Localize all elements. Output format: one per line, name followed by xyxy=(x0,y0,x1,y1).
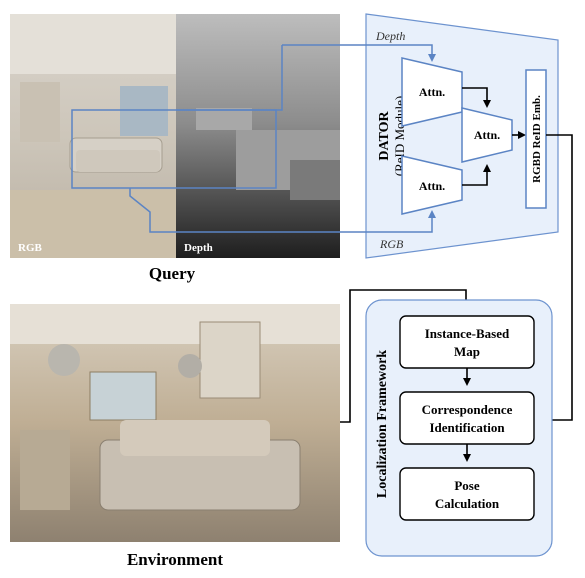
attn-rgb-block xyxy=(401,155,463,215)
correspondence-line1: Correspondence xyxy=(422,402,513,417)
pose-line2: Calculation xyxy=(435,496,500,511)
depth-input-label: Depth xyxy=(375,29,405,43)
embedding-label: RGBD ReID Emb. xyxy=(531,95,543,183)
environment-image xyxy=(10,304,340,542)
query-caption: Query xyxy=(149,264,196,283)
embedding-box xyxy=(525,69,547,209)
rgb-input-arrow xyxy=(129,188,436,233)
rgb-to-fusion-arrow xyxy=(462,164,491,186)
depth-image-label: Depth xyxy=(184,242,213,254)
attn-fusion-label: Attn. xyxy=(474,128,500,142)
correspondence-box xyxy=(399,391,535,445)
attn-rgb-label: Attn. xyxy=(419,179,445,193)
attn-fusion-block xyxy=(461,107,513,163)
instance-map-line2: Map xyxy=(454,344,480,359)
pose-box xyxy=(399,467,535,521)
instance-map-line1: Instance-Based xyxy=(425,326,510,341)
query-depth-image: Depth xyxy=(176,14,340,258)
correspondence-line2: Identification xyxy=(429,420,505,435)
depth-to-fusion-arrow xyxy=(462,87,491,108)
environment-caption: Environment xyxy=(127,550,223,569)
query-roi-box xyxy=(71,109,277,189)
depth-input-arrow xyxy=(282,44,436,62)
instance-map-box xyxy=(399,315,535,369)
embedding-to-correspondence-arrow xyxy=(538,134,573,424)
rgb-input-label: RGB xyxy=(379,237,404,251)
environment-to-map-arrow xyxy=(340,289,470,423)
rgb-image-label: RGB xyxy=(18,242,43,254)
framework-title: Localization Framework xyxy=(375,350,390,498)
query-rgb-image: RGB xyxy=(10,14,176,258)
pose-line1: Pose xyxy=(454,478,480,493)
dator-title: DATOR xyxy=(377,110,392,160)
attn-depth-label: Attn. xyxy=(419,85,445,99)
